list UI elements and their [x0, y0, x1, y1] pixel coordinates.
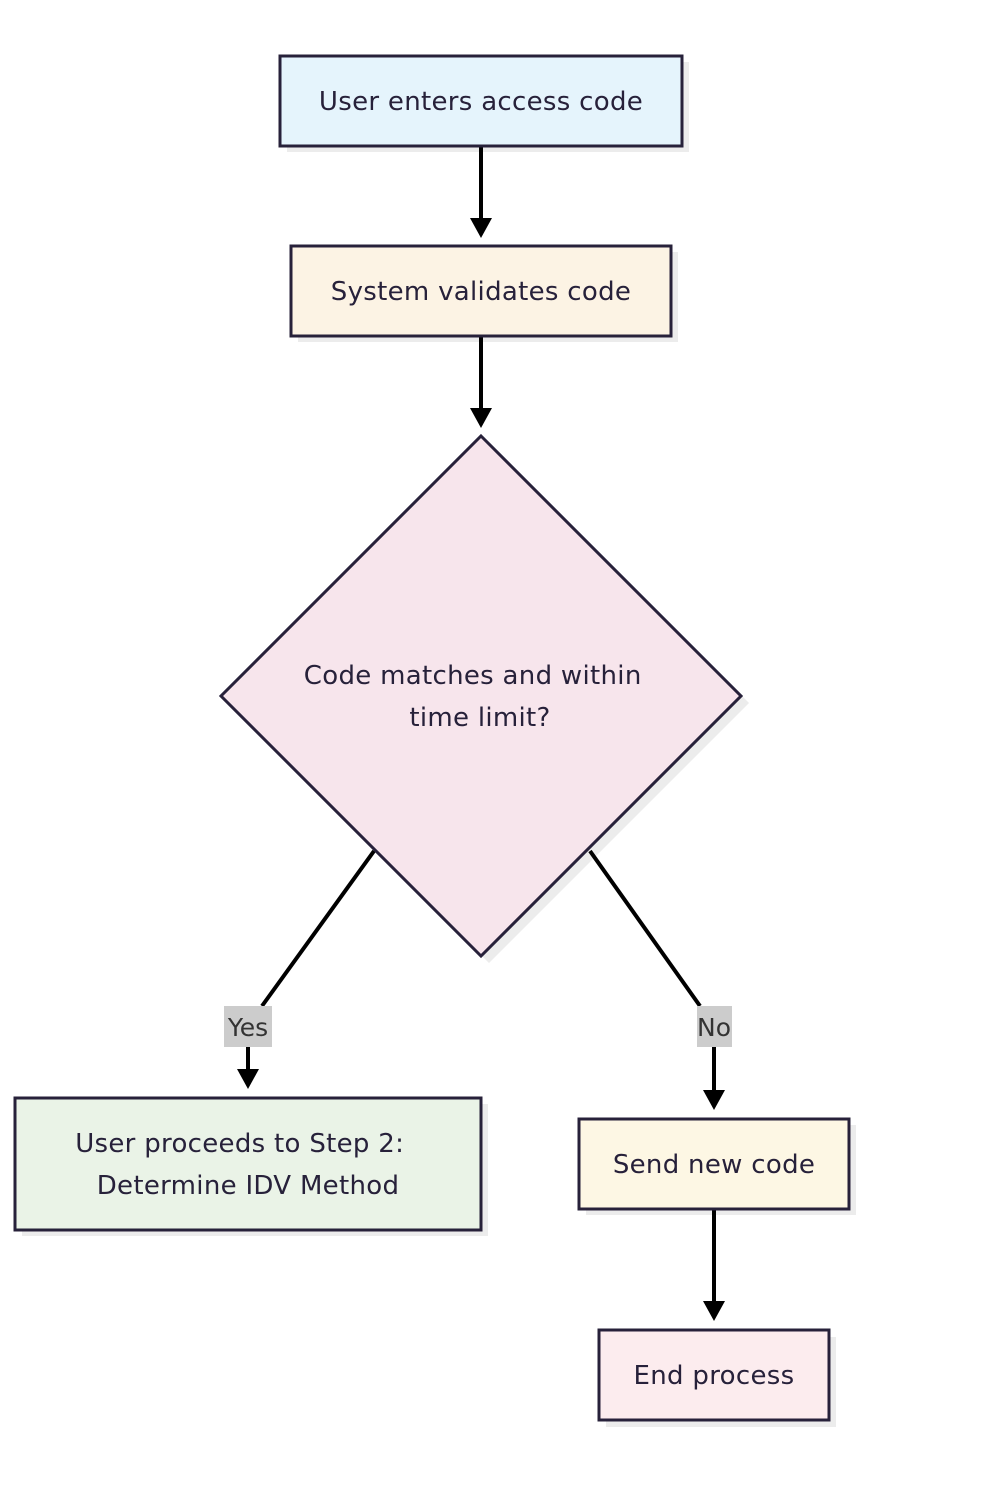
- node-send-code-box: [577, 1117, 851, 1211]
- node-proceed-box: [13, 1096, 483, 1232]
- node-proceed-line-2: Determine IDV Method: [97, 1171, 400, 1201]
- edge-label-yes: Yes: [224, 1006, 272, 1047]
- node-start-label: User enters access code: [319, 87, 643, 117]
- edges: [237, 147, 725, 1321]
- node-decision: Code matches and within time limit?: [218, 433, 744, 959]
- edge-label-no-background: [697, 1006, 732, 1047]
- node-send-new-code: Send new code: [577, 1117, 851, 1211]
- node-proceed-label: User proceeds to Step 2: Determine IDV M…: [75, 1129, 413, 1201]
- node-validate-box: [289, 244, 673, 338]
- node-decision-line-1: Code matches and within: [304, 661, 642, 691]
- edge-decision-to-proceed-arrowhead: [237, 1069, 259, 1089]
- node-proceed-line-1: User proceeds to Step 2:: [75, 1129, 404, 1159]
- edge-label-no: No: [697, 1006, 732, 1047]
- edge-validate-to-decision-arrowhead: [470, 408, 492, 428]
- node-user-enters-access-code: User enters access code: [278, 54, 684, 148]
- node-system-validates-code: System validates code: [289, 244, 673, 338]
- node-end-box: [597, 1328, 831, 1422]
- node-validate-label: System validates code: [331, 277, 631, 307]
- edge-decision-to-proceed: [246, 849, 376, 1070]
- node-decision-line-2: time limit?: [409, 703, 550, 733]
- node-end-label: End process: [634, 1361, 795, 1391]
- node-decision-label: Code matches and within time limit?: [304, 661, 650, 733]
- node-user-proceeds: User proceeds to Step 2: Determine IDV M…: [13, 1096, 483, 1232]
- edge-label-yes-background: [224, 1006, 272, 1047]
- edge-label-yes-text: Yes: [227, 1013, 268, 1042]
- edge-label-no-text: No: [697, 1013, 731, 1042]
- edge-decision-to-send-code-arrowhead: [703, 1090, 725, 1110]
- node-start-box: [278, 54, 684, 148]
- node-send-code-label: Send new code: [613, 1150, 815, 1180]
- edge-decision-to-send-code: [588, 849, 716, 1091]
- node-decision-diamond: [218, 433, 744, 959]
- edge-send-code-to-end-arrowhead: [703, 1301, 725, 1321]
- edge-start-to-validate-arrowhead: [470, 218, 492, 238]
- node-end-process: End process: [597, 1328, 831, 1422]
